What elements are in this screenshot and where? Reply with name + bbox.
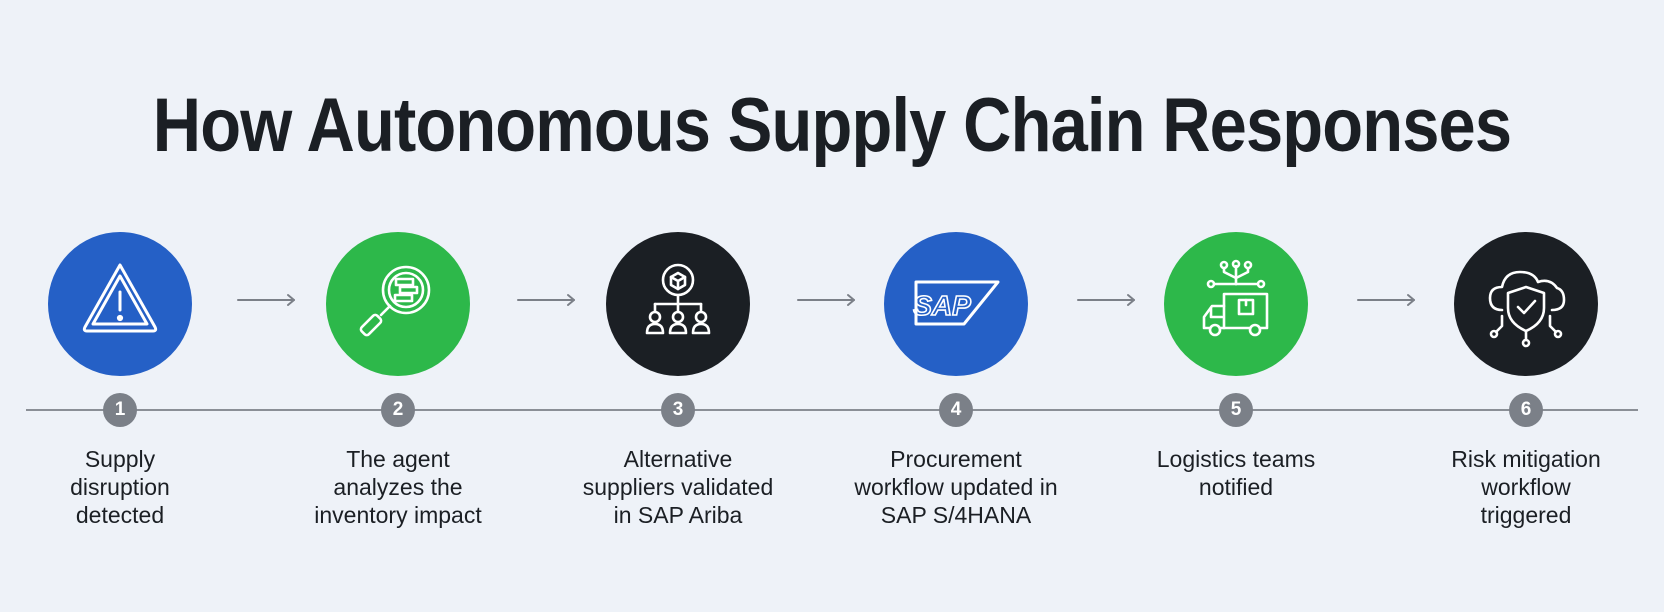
- step-3: 3 Alternative suppliers validated in SAP…: [538, 0, 818, 612]
- step-2-number: 2: [381, 393, 415, 427]
- step-4-label: Procurement workflow updated in SAP S/4H…: [854, 446, 1058, 528]
- step-6-label: Risk mitigation workflow triggered: [1451, 446, 1601, 528]
- step-3-number: 3: [661, 393, 695, 427]
- step-5: 5 Logistics teams notified: [1096, 0, 1376, 612]
- step-5-label: Logistics teams notified: [1156, 446, 1316, 500]
- arrow-3-4: [796, 290, 858, 310]
- step-4: SAP 4 Procurement workflow updated in SA…: [816, 0, 1096, 612]
- step-2-circle: [326, 232, 470, 376]
- timeline-line: [26, 409, 1638, 411]
- step-3-label: Alternative suppliers validated in SAP A…: [582, 446, 774, 528]
- step-5-circle: [1164, 232, 1308, 376]
- step-6-circle: [1454, 232, 1598, 376]
- cloud-shield-icon: [1488, 270, 1566, 348]
- arrow-2-3: [516, 290, 578, 310]
- supplier-network-icon: [645, 263, 711, 335]
- delivery-truck-icon: [1202, 259, 1269, 337]
- arrow-1-2: [236, 290, 298, 310]
- step-1-circle: [48, 232, 192, 376]
- step-4-circle: SAP: [884, 232, 1028, 376]
- step-6-number: 6: [1509, 393, 1543, 427]
- step-1: 1 Supply disruption detected: [0, 0, 260, 612]
- sap-logo-icon: SAP: [912, 280, 1000, 326]
- warning-triangle-icon: [82, 263, 158, 333]
- step-2-label: The agent analyzes the inventory impact: [314, 446, 482, 528]
- sap-logo-text: SAP: [913, 290, 971, 321]
- step-5-number: 5: [1219, 393, 1253, 427]
- arrow-4-5: [1076, 290, 1138, 310]
- step-6: 6 Risk mitigation workflow triggered: [1386, 0, 1664, 612]
- step-1-label: Supply disruption detected: [70, 446, 170, 528]
- arrow-5-6: [1356, 290, 1418, 310]
- page-title: How Autonomous Supply Chain Responses: [152, 83, 1512, 168]
- step-2: 2 The agent analyzes the inventory impac…: [258, 0, 538, 612]
- step-4-number: 4: [939, 393, 973, 427]
- step-3-circle: [606, 232, 750, 376]
- magnifier-inventory-icon: [359, 265, 431, 337]
- step-1-number: 1: [103, 393, 137, 427]
